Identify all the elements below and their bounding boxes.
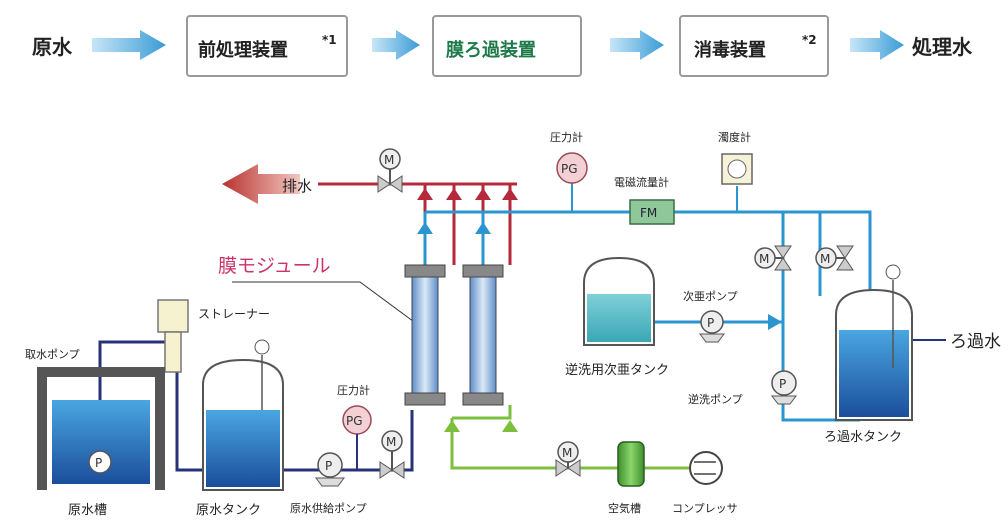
flow-step1-box [186, 15, 348, 77]
compressor-label: コンプレッサ [672, 502, 738, 515]
backwash-pump [771, 370, 797, 405]
pg-bottom-symbol: PG [346, 414, 363, 428]
raw-pit [37, 367, 165, 490]
raw-water-tank [202, 339, 284, 491]
flowmeter-box [629, 199, 675, 225]
turbidity-label: 濁度計 [718, 130, 751, 144]
flow-step3-label: 消毒装置 [694, 39, 766, 61]
drain-valve: M [377, 148, 403, 193]
flow-step1-note: *1 [322, 33, 337, 47]
air-tank-label: 空気槽 [608, 501, 641, 515]
filtrate-valve-1 [754, 245, 792, 271]
turbidity-dial [727, 159, 747, 179]
drain-label: 排水 [282, 177, 312, 195]
feed-valve-motor-label: M [386, 435, 396, 449]
filtrate-up-arrow-2 [475, 222, 491, 234]
raw-pit-label: 原水槽 [68, 503, 107, 518]
pg-top-gauge [556, 152, 588, 184]
flowmeter-symbol: FM [640, 206, 657, 220]
strainer [157, 299, 189, 333]
backwash-hypo-tank [583, 256, 655, 346]
filtrate-valve-1-motor-label: M [759, 252, 769, 266]
drain-arrow [222, 164, 300, 204]
air-up-arrow-2 [502, 420, 518, 432]
pg-bottom-caption: 圧力計 [337, 383, 370, 397]
raw-feed-pump [315, 452, 345, 487]
air-up-arrow-1 [444, 420, 460, 432]
filtrate-up-arrow-1 [417, 222, 433, 234]
hypochlorite-pump-label: 次亜ポンプ [683, 289, 738, 303]
filtrate-valve-2 [815, 245, 854, 271]
raw-water-tank-label: 原水タンク [196, 503, 261, 518]
flow-step3-box [679, 15, 829, 77]
raw-feed-pump-label: 原水供給ポンプ [290, 501, 367, 515]
drain-up-arrow-3 [475, 188, 491, 200]
hypochlorite-pump-symbol: P [707, 316, 714, 330]
membrane-module-2 [462, 264, 504, 406]
flow-end-label: 処理水 [912, 35, 973, 59]
flow-step1-label: 前処理装置 [198, 39, 288, 61]
filtrate-tank-label: ろ過水タンク [824, 430, 902, 445]
process-flow: 原水 前処理装置 *1 膜ろ過装置 消毒装置 *2 処理水 [32, 15, 973, 77]
air-valve-motor-label: M [562, 446, 572, 460]
drain-up-arrow-4 [502, 188, 518, 200]
hypochlorite-pump [699, 310, 725, 343]
filtrate-valve-2-motor-label: M [820, 252, 830, 266]
flow-arrow-1 [92, 30, 166, 60]
pg-top-symbol: PG [561, 162, 578, 176]
drain-up-arrow-1 [417, 188, 433, 200]
membrane-module-label: 膜モジュール [218, 255, 331, 277]
drain-valve-motor-label: M [384, 153, 394, 167]
air-tank [617, 441, 645, 487]
feed-valve [379, 430, 405, 479]
filtrate-header-line [423, 210, 872, 422]
flow-arrow-2 [372, 30, 420, 60]
drain-valve-motor [379, 148, 401, 170]
membrane-module-1 [404, 264, 446, 406]
membrane-module-leader [232, 281, 426, 331]
pg-top-caption: 圧力計 [550, 130, 583, 144]
air-valve [555, 441, 581, 477]
strainer-body [164, 331, 182, 373]
intake-pump-symbol: P [95, 456, 102, 470]
intake-pump [88, 450, 112, 474]
flow-arrow-3 [610, 30, 664, 60]
flow-step2-label: 膜ろ過装置 [445, 39, 536, 61]
flow-step2-box [432, 15, 582, 77]
flowmeter-label: 電磁流量計 [614, 175, 669, 189]
backwash-pump-symbol: P [779, 377, 786, 391]
raw-feed-pump-symbol: P [325, 459, 332, 473]
backwash-hypo-tank-label: 逆洗用次亜タンク [565, 362, 669, 378]
filtrate-out-label: ろ過水 [950, 332, 1001, 352]
drain-up-arrow-2 [446, 188, 462, 200]
flow-start-label: 原水 [32, 35, 73, 59]
flow-step3-note: *2 [802, 33, 817, 47]
intake-pump-label: 取水ポンプ [25, 348, 80, 361]
filtrate-tank [835, 264, 913, 421]
compressor [689, 451, 723, 485]
flow-arrow-4 [850, 30, 904, 60]
strainer-label: ストレーナー [198, 307, 270, 321]
hypo-arrow [768, 314, 782, 330]
backwash-pump-label: 逆洗ポンプ [688, 392, 743, 406]
